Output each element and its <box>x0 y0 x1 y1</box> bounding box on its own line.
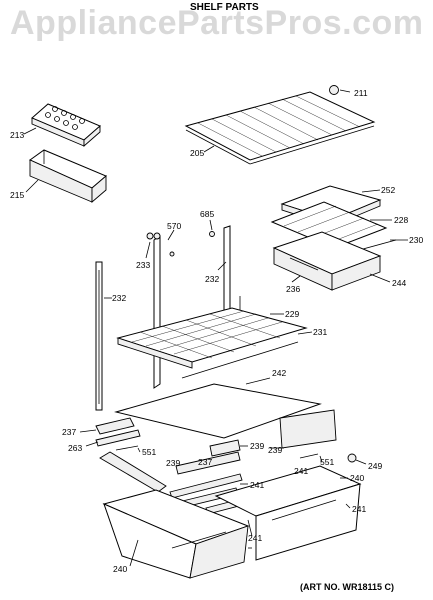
callout-551-right: 551 <box>320 457 334 467</box>
part-233-ladder-center <box>146 232 175 389</box>
callout-241-right: 241 <box>294 466 308 476</box>
part-231-trim <box>181 341 299 379</box>
part-551-bracket-left <box>115 445 139 451</box>
callout-240-right: 240 <box>350 473 364 483</box>
callout-237-left: 237 <box>62 427 76 437</box>
leader-lines <box>23 89 408 567</box>
callout-215: 215 <box>10 190 24 200</box>
callout-249: 249 <box>368 461 382 471</box>
part-215-door-bin <box>29 149 107 203</box>
part-205-wire-shelf <box>184 91 376 165</box>
callout-213: 213 <box>10 130 24 140</box>
part-229-cantilever-shelf <box>116 307 308 369</box>
part-213-egg-tray <box>31 103 101 147</box>
callout-241-upper: 241 <box>250 480 264 490</box>
callout-239-right: 239 <box>268 445 282 455</box>
callout-232-right: 232 <box>205 274 219 284</box>
callout-570: 570 <box>167 221 181 231</box>
callout-229: 229 <box>285 309 299 319</box>
part-236-crisper-pan <box>272 231 382 291</box>
callout-551-left: 551 <box>142 447 156 457</box>
callout-231: 231 <box>313 327 327 337</box>
part-240-drawer-left <box>102 489 250 579</box>
callout-233: 233 <box>136 260 150 270</box>
callout-237-center: 237 <box>198 457 212 467</box>
diagram-title: SHELF PARTS <box>190 2 259 13</box>
callout-244: 244 <box>392 278 406 288</box>
callout-211: 211 <box>354 88 368 98</box>
part-242-glass-shelf <box>114 383 322 439</box>
part-240-drawer-right <box>214 465 362 561</box>
part-slide-left <box>99 451 167 493</box>
callout-205: 205 <box>190 148 204 158</box>
callout-236: 236 <box>286 284 300 294</box>
callout-241-far-right: 241 <box>352 504 366 514</box>
callout-242: 242 <box>272 368 286 378</box>
part-239-center-supports <box>175 439 241 475</box>
part-239-rail-right <box>279 409 337 449</box>
part-232-ladder-right <box>209 225 241 313</box>
callout-232-left: 232 <box>112 293 126 303</box>
callout-252: 252 <box>381 185 395 195</box>
part-211-shelf-stop <box>329 85 339 95</box>
part-249-clip <box>347 453 357 463</box>
callout-230: 230 <box>409 235 423 245</box>
callout-239-center: 239 <box>250 441 264 451</box>
part-551-bracket-right <box>299 453 319 459</box>
callout-240-left: 240 <box>113 564 127 574</box>
callout-685: 685 <box>200 209 214 219</box>
part-232-shelf-ladder-left <box>95 261 103 411</box>
part-237-263-rails <box>95 417 141 447</box>
watermark-logo: AppliancePartsPros.com <box>10 4 424 42</box>
callout-239-left: 239 <box>166 458 180 468</box>
callout-263: 263 <box>68 443 82 453</box>
callout-241-lower: 241 <box>248 533 262 543</box>
callout-228: 228 <box>394 215 408 225</box>
art-number: (ART NO. WR18115 C) <box>300 582 395 592</box>
